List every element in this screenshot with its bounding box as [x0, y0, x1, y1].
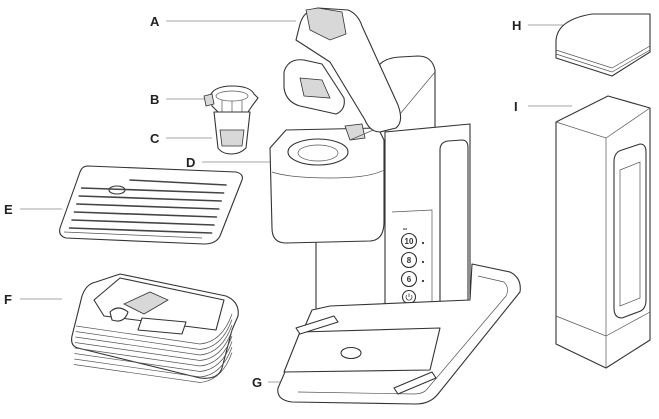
size-6-indicator	[421, 279, 425, 283]
size-8-indicator	[421, 260, 425, 264]
grate-edge	[63, 231, 203, 239]
size-6-label: 6	[407, 275, 412, 284]
brew-head-rim	[271, 169, 385, 179]
pod-holder-tab[interactable]	[203, 93, 215, 107]
drip-handle-left[interactable]	[295, 315, 339, 335]
water-reservoir	[555, 95, 651, 369]
grate-slot	[80, 187, 225, 194]
drip-handle-right[interactable]	[393, 371, 437, 395]
reservoir-handle[interactable]	[613, 143, 647, 319]
lid-handle[interactable]	[305, 7, 347, 41]
reservoir-lid-edge-2	[555, 49, 651, 73]
callout-g: G	[252, 375, 262, 390]
drip-tray-stack-ridge	[73, 352, 233, 383]
oz-label: oz	[403, 227, 407, 231]
grate-slot	[129, 179, 227, 186]
pod-holder-window	[219, 129, 245, 147]
drip-tray-stack-slot	[137, 317, 187, 335]
drip-tray-stack-ridge	[75, 330, 233, 361]
brew-head	[269, 123, 385, 244]
drip-tray-grate	[59, 165, 243, 245]
pod-holder-inner	[297, 144, 339, 162]
drip-tray-stack-clip	[109, 307, 129, 322]
reservoir-base-line	[555, 311, 651, 337]
drip-tray-stack-ridges	[73, 313, 233, 383]
callout-c: C	[150, 131, 160, 146]
drip-tray-stack-ridge	[75, 319, 233, 350]
grate-slot	[76, 203, 220, 210]
lid-inner-recess	[299, 77, 331, 99]
drip-plate-hole	[340, 346, 362, 360]
grate-slot	[71, 219, 215, 226]
callout-f: F	[4, 292, 12, 307]
grate-slot	[68, 227, 213, 234]
reservoir-lid	[555, 13, 651, 77]
drip-tray-stack-recess	[123, 291, 169, 315]
drip-tray-inner	[297, 275, 508, 395]
grate-slot	[73, 211, 218, 218]
drip-tray-stack	[71, 273, 239, 383]
drip-tray-stack-ridge	[75, 324, 233, 356]
reservoir-handle-inner	[619, 161, 641, 307]
drip-tray-stack-ridge	[74, 346, 233, 378]
callout-a: A	[150, 14, 160, 29]
size-6-button[interactable]	[400, 270, 418, 288]
grate-slot	[78, 195, 222, 202]
callout-labels: A B C D E F G H I	[4, 14, 521, 390]
pod-holder-top	[209, 85, 259, 113]
drip-tray-stack-ridge	[74, 335, 233, 367]
size-8-label: 8	[407, 256, 412, 265]
callout-b: B	[150, 92, 159, 107]
power-icon	[405, 293, 413, 301]
drip-tray-stack-ridge	[74, 341, 233, 372]
callout-i: I	[514, 99, 518, 114]
size-10-button[interactable]	[400, 232, 418, 250]
drip-tray-stack-ridge	[75, 313, 233, 345]
size-10-indicator	[421, 241, 425, 245]
size-8-button[interactable]	[400, 251, 418, 269]
callout-d: D	[186, 155, 195, 170]
reservoir-lid-top[interactable]	[555, 13, 651, 77]
reservoir-lid-edge-1	[555, 45, 651, 69]
drip-plate	[283, 327, 441, 373]
pod-holder-assembly	[203, 85, 259, 155]
size-10-label: 10	[405, 237, 414, 246]
lid	[283, 7, 402, 133]
drip-tray-base	[277, 263, 521, 405]
callout-h: H	[512, 18, 521, 33]
callout-e: E	[4, 202, 13, 217]
